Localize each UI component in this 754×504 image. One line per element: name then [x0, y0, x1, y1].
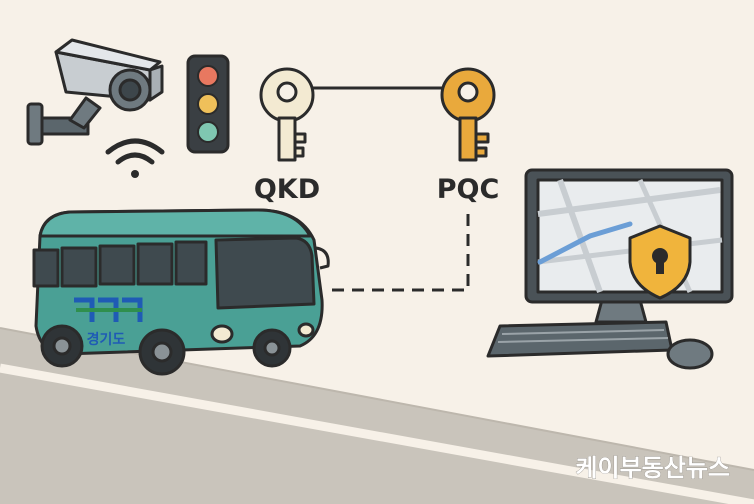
bus-window	[60, 246, 98, 288]
qkd-key-icon	[259, 67, 315, 162]
bus-mirror	[315, 246, 330, 270]
gyeonggi-logo: 경기도	[74, 297, 143, 348]
shield-lock-icon	[628, 224, 692, 300]
bus-window	[174, 240, 208, 286]
bus-headlight	[210, 324, 234, 344]
bus-brand-text: 경기도	[87, 331, 126, 348]
watermark-text: 케이부동산뉴스	[575, 454, 730, 482]
bus-window	[136, 242, 174, 286]
road-lane-line	[0, 363, 754, 504]
pqc-label: PQC	[437, 174, 500, 205]
red-light	[197, 65, 219, 87]
bus-icon	[32, 208, 330, 376]
cctv-camera-icon	[26, 38, 164, 146]
wifi-signal-icon	[105, 138, 165, 178]
qkd-label: QKD	[254, 174, 320, 205]
yellow-light	[197, 93, 219, 115]
map-route	[537, 221, 633, 265]
mouse	[666, 338, 714, 370]
pqc-key-icon	[440, 67, 496, 162]
bus-windshield	[214, 236, 316, 310]
traffic-light-icon	[186, 54, 230, 154]
green-light	[197, 121, 219, 143]
bus-window	[32, 248, 60, 288]
dashed-connection-line	[332, 212, 470, 292]
bus-window	[98, 244, 136, 286]
bus-headlight	[297, 322, 315, 338]
